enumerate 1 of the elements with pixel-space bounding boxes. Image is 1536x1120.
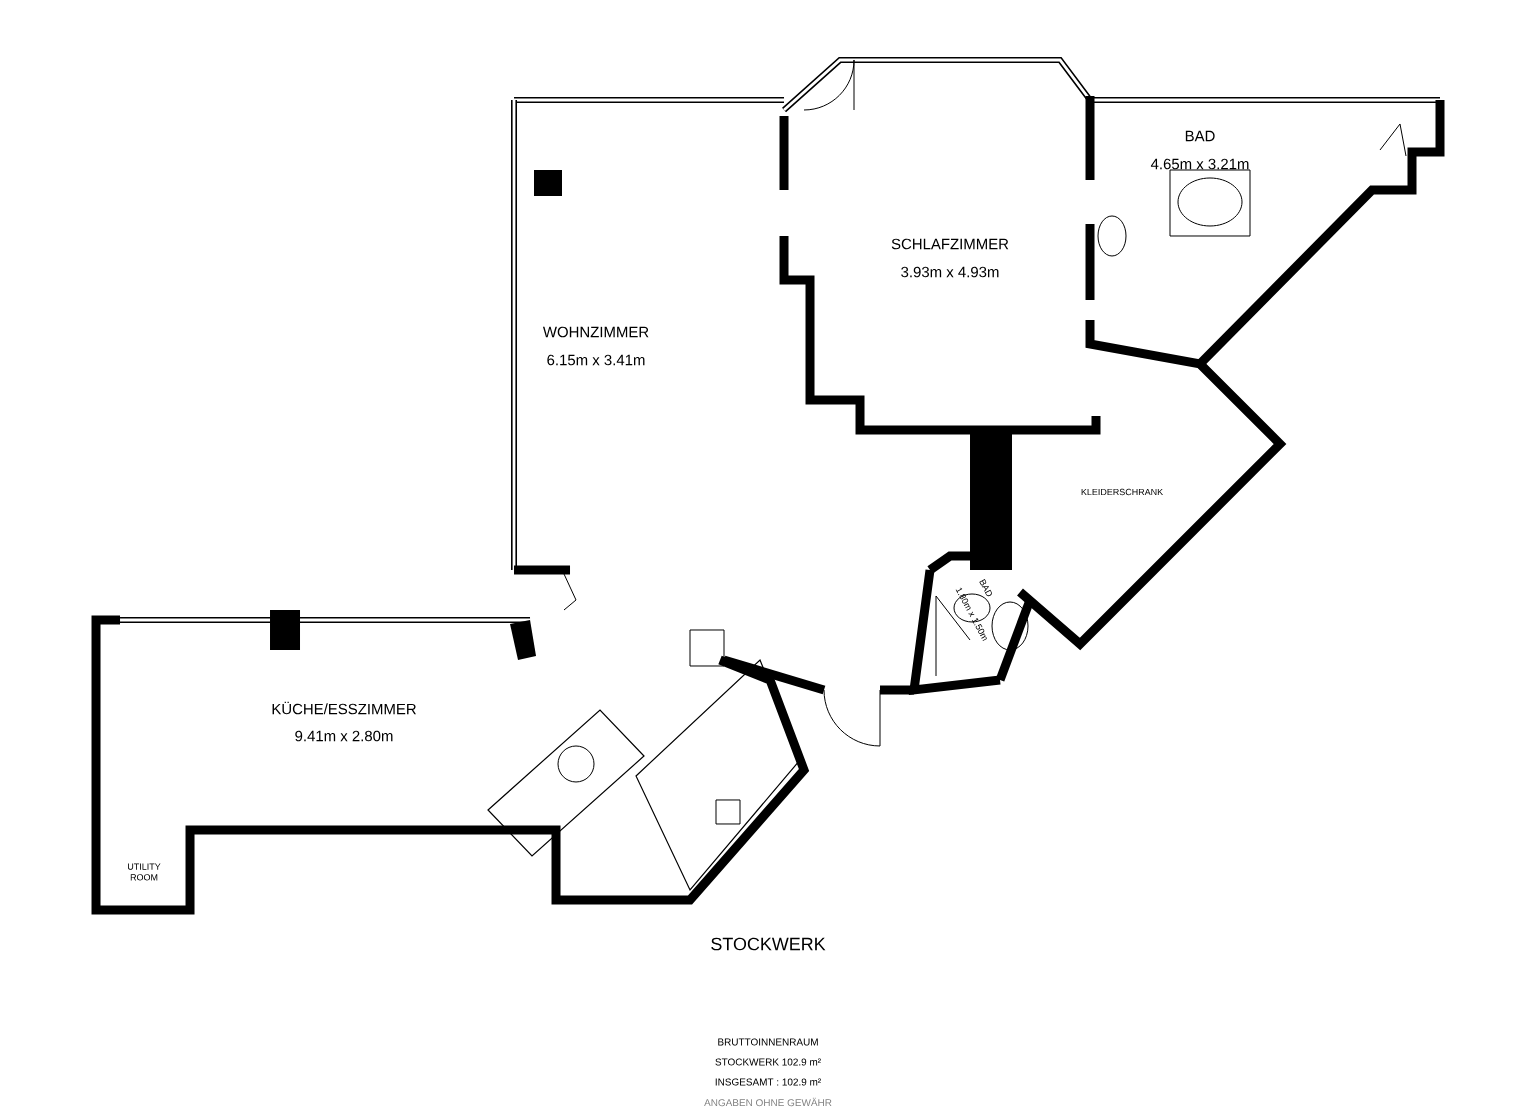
floor-title: STOCKWERK	[711, 937, 826, 951]
